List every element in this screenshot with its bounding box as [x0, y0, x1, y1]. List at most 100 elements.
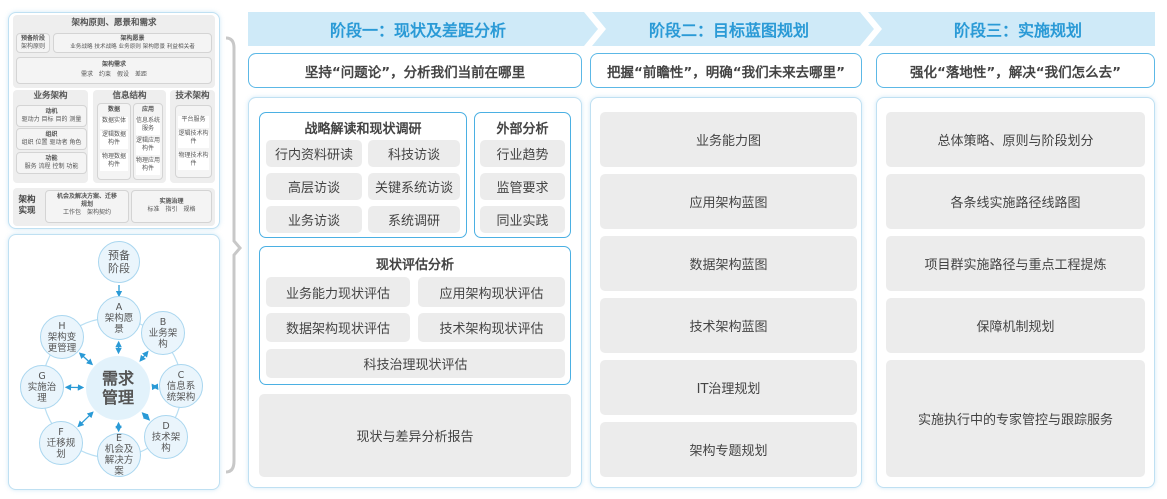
stage-3-subtitle: 强化“落地性”，解决“我们怎么去” — [876, 53, 1155, 88]
stage-3-header: 阶段三：实施规划 — [953, 21, 1082, 40]
prelim-items: 架构原则 — [20, 43, 45, 50]
node-letter: G — [38, 370, 46, 382]
vision-box: 架构愿景 业务战略 技术战略 业务原则 架构愿景 利益相关者 — [53, 33, 212, 53]
stage-header-band — [248, 12, 1155, 46]
tech-item: 逻辑技术构件 — [178, 130, 209, 148]
node-label: 业务架构 — [148, 327, 178, 350]
tech-title: 技术架构 — [175, 91, 210, 101]
bidirectional-arrow — [139, 350, 149, 362]
opportunity-box: 机会及解决方案、迁移规划 工作包 架构契约 — [45, 190, 129, 223]
blueprint-item: 技术架构蓝图 — [600, 298, 857, 353]
external-item: 同业实践 — [480, 206, 565, 233]
gov-title: 实施治理 — [159, 198, 184, 205]
box-items: 服务 流程 控制 功能 — [24, 163, 79, 170]
assessment-item: 技术架构现状评估 — [418, 313, 565, 342]
principles-title: 架构原则、愿景和需求 — [71, 18, 157, 28]
strategy-item: 行内资料研读 — [266, 140, 362, 167]
stage-2-subtitle: 把握“前瞻性”，明确“我们未来去哪里” — [590, 53, 862, 88]
gov-items: 标准 指引 规格 — [147, 206, 196, 213]
requirements-box: 架构需求 需求 约束 假设 差距 — [16, 57, 212, 84]
plan-item: 总体策略、原则与阶段划分 — [886, 112, 1145, 167]
plan-item: 实施执行中的专家管控与跟踪服务 — [886, 360, 1145, 477]
strategy-item: 系统调研 — [368, 206, 460, 233]
prelim-label: 预备阶段 — [108, 249, 130, 275]
req-title: 架构需求 — [101, 61, 126, 68]
tech-column: 平台服务 逻辑技术构件 物理技术构件 — [175, 105, 212, 178]
box-title: 功能 — [45, 155, 58, 162]
blueprint-item: IT治理规划 — [600, 360, 857, 415]
assessment-item: 科技治理现状评估 — [266, 349, 565, 378]
app-item: 物理应用构件 — [136, 157, 160, 175]
blueprint-item: 应用架构蓝图 — [600, 174, 857, 229]
prelim-title: 预备阶段 — [20, 35, 45, 42]
node-label: 实施治理 — [27, 381, 57, 404]
gap-report: 现状与差异分析报告 — [259, 394, 571, 477]
blueprint-item: 业务能力图 — [600, 112, 857, 167]
info-title: 信息结构 — [112, 91, 147, 101]
app-column: 应用 信息系统服务 逻辑应用构件 物理应用构件 — [133, 103, 163, 180]
bidirectional-arrow — [77, 411, 94, 428]
blueprint-item: 架构专题规划 — [600, 422, 857, 477]
bidirectional-arrow — [78, 352, 94, 366]
box-items: 驱动力 目标 目的 测量 — [21, 116, 82, 123]
node-label: 信息系统架构 — [166, 380, 196, 403]
node-letter: B — [159, 316, 167, 328]
node-letter: D — [162, 420, 170, 432]
data-item: 物理数据构件 — [100, 153, 128, 171]
bracket-divider — [225, 36, 242, 474]
assessment-item: 业务能力现状评估 — [266, 277, 410, 307]
tech-item: 物理技术构件 — [178, 152, 209, 170]
node-letter: C — [177, 369, 185, 381]
governance-box: 实施治理 标准 指引 规格 — [131, 190, 212, 223]
opp-items: 工作包 架构契约 — [62, 209, 111, 216]
center-label: 需求管理 — [101, 369, 134, 407]
assessment-item: 应用架构现状评估 — [418, 277, 565, 307]
node-letter: E — [115, 433, 122, 444]
business-box-motivation: 动机驱动力 目标 目的 测量 — [16, 105, 87, 127]
assessment-title: 现状评估分析 — [375, 258, 454, 273]
app-title: 应用 — [141, 106, 154, 113]
box-title: 组织 — [45, 131, 58, 138]
app-item: 信息系统服务 — [136, 117, 160, 135]
node-label: 架构愿景 — [104, 312, 134, 335]
center-node: 需求管理 — [86, 356, 150, 420]
node-label: 机会及解决方案 — [104, 444, 134, 477]
strategy-item: 业务访谈 — [266, 206, 362, 233]
node-label: 迁移规划 — [46, 437, 76, 460]
business-box-organization: 组织组织 位置 驱动者 角色 — [16, 128, 87, 150]
node-letter: H — [58, 320, 66, 332]
cycle-node-prelim: 预备阶段 — [98, 241, 140, 283]
prelim-box: 预备阶段 架构原则 — [16, 33, 50, 53]
strategy-item: 高层访谈 — [266, 173, 362, 200]
strategy-item: 关键系统访谈 — [368, 173, 460, 200]
node-label: 架构变更管理 — [47, 331, 77, 354]
data-item: 逻辑数据构件 — [100, 131, 128, 149]
external-item: 行业趋势 — [480, 140, 565, 167]
plan-item: 保障机制规划 — [886, 298, 1145, 353]
opp-title: 机会及解决方案、迁移规划 — [56, 193, 117, 208]
bidirectional-arrow — [141, 412, 151, 421]
business-box-function: 功能服务 流程 控制 功能 — [16, 152, 87, 174]
strategy-item: 科技访谈 — [368, 140, 460, 167]
tech-item: 平台服务 — [178, 116, 209, 128]
strategy-title: 战略解读和现状调研 — [304, 122, 422, 137]
vision-items: 业务战略 技术战略 业务原则 架构愿景 利益相关者 — [70, 44, 195, 50]
impl-title: 架构实现 — [18, 195, 36, 216]
stage-1-subtitle: 坚持“问题论”，分析我们当前在哪里 — [248, 53, 582, 88]
stage-1-header: 阶段一：现状及差距分析 — [329, 21, 506, 40]
external-item: 监管要求 — [480, 173, 565, 200]
app-item: 逻辑应用构件 — [136, 137, 160, 155]
plan-item: 项目群实施路径与重点工程提炼 — [886, 236, 1145, 291]
box-title: 动机 — [45, 108, 58, 115]
external-title: 外部分析 — [496, 122, 549, 137]
data-item: 数据实体 — [100, 117, 128, 129]
vision-title: 架构愿景 — [120, 35, 145, 42]
plan-item: 各条线实施路径线路图 — [886, 174, 1145, 229]
